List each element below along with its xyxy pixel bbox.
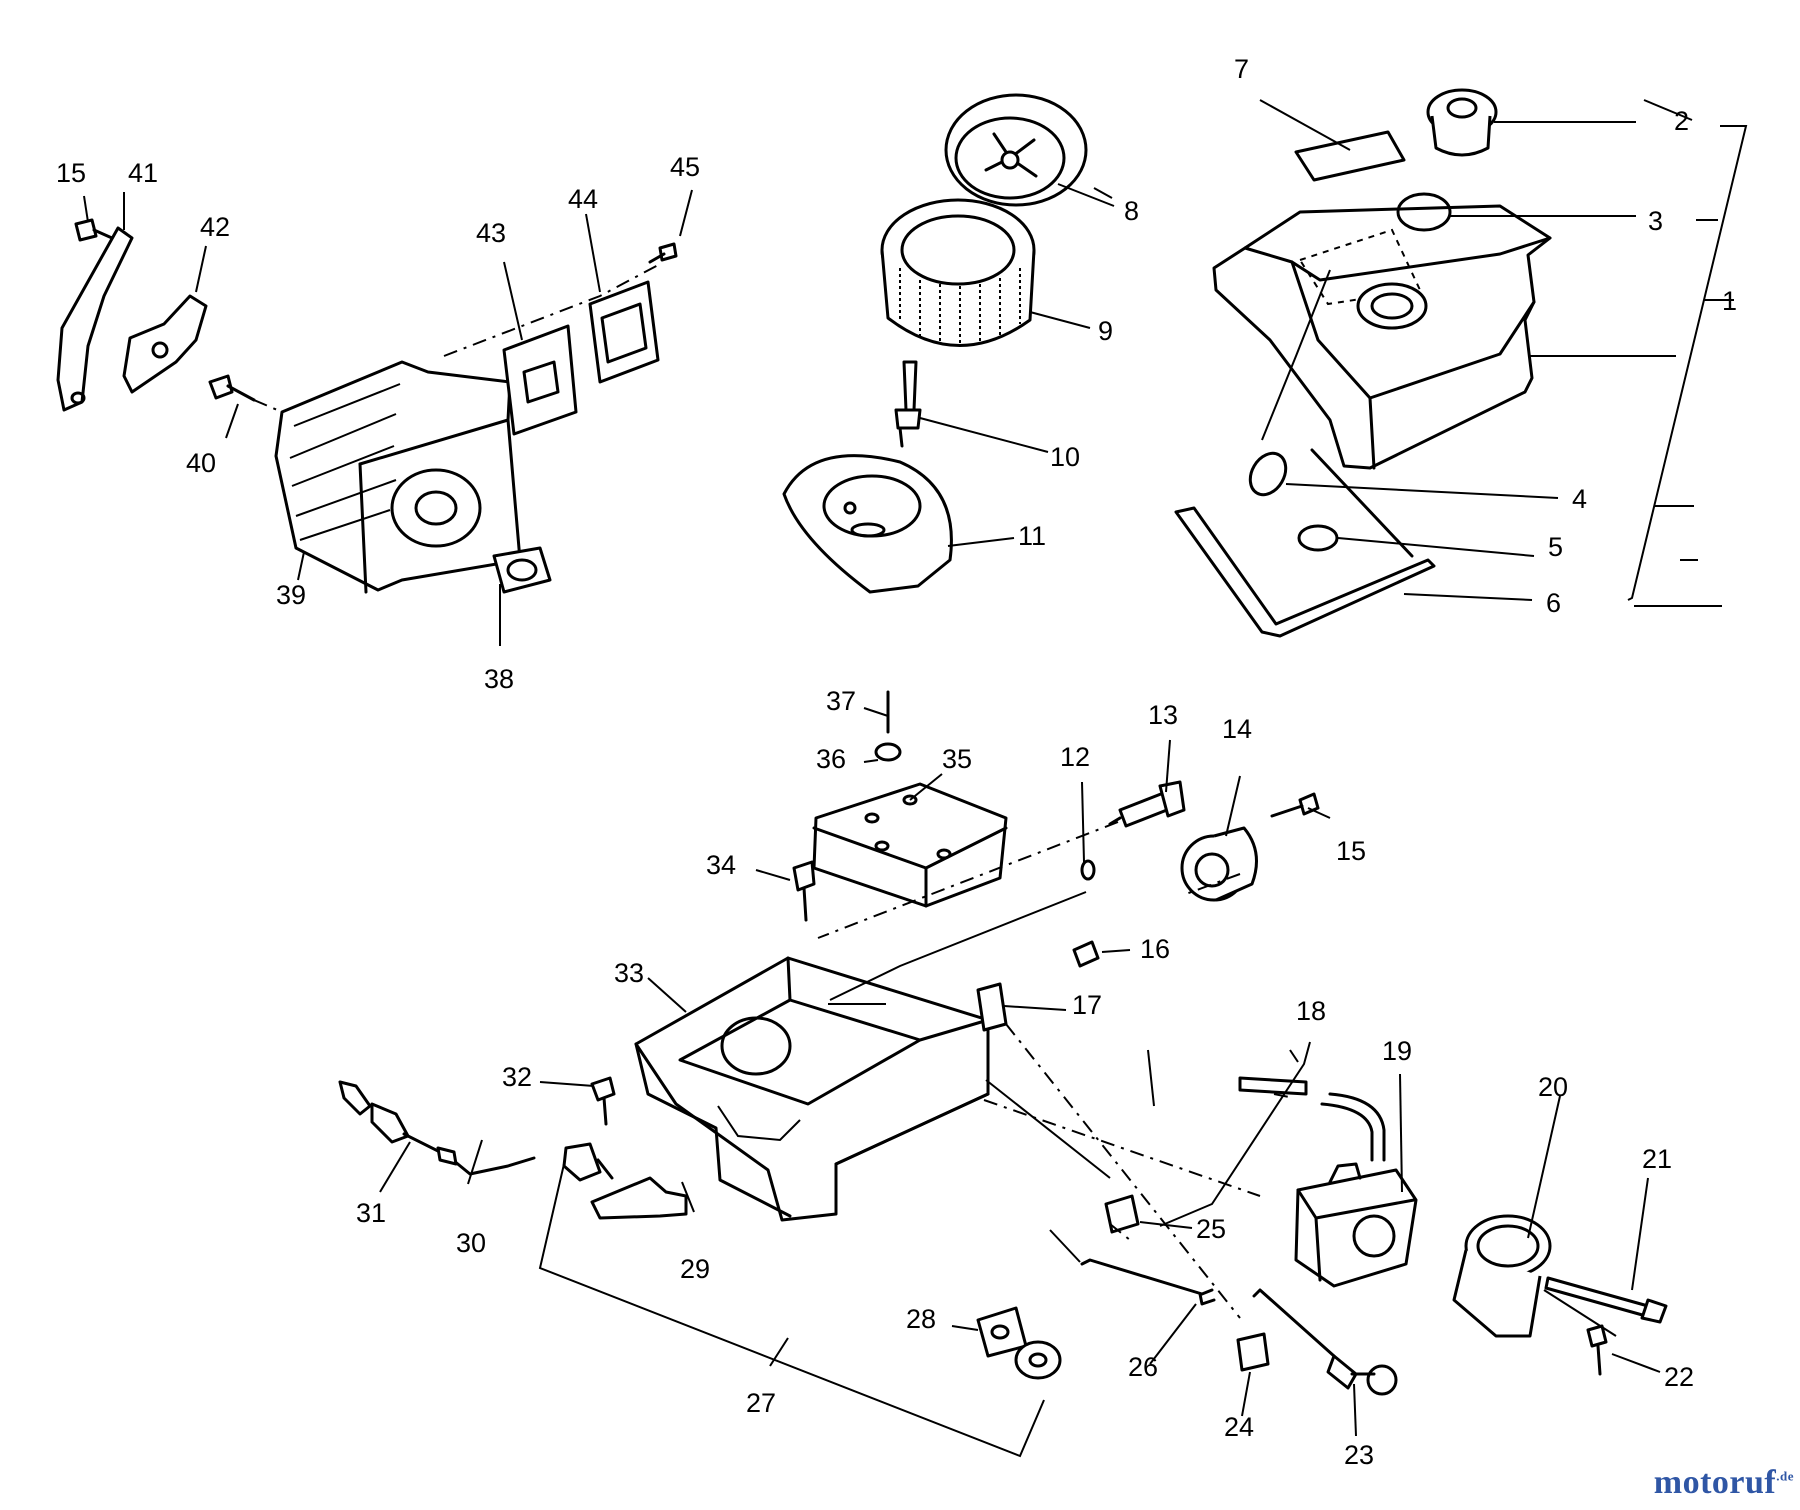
crankcase-frame (634, 956, 990, 1222)
callout-15b: 15 (1336, 836, 1366, 866)
callout-5: 5 (1548, 532, 1563, 562)
callout-15: 15 (56, 158, 86, 188)
site-watermark-logo: motoruf.de (1654, 1464, 1794, 1502)
callout-39: 39 (276, 580, 306, 610)
intake-screw (1586, 1324, 1608, 1376)
spark-arrestor-screen (502, 324, 578, 436)
callout-38: 38 (484, 664, 514, 694)
callout-21: 21 (1642, 1144, 1672, 1174)
callout-8: 8 (1124, 196, 1139, 226)
bracket-plate (122, 294, 208, 394)
air-filter-cover (1212, 204, 1552, 470)
intake-bolt (1544, 1276, 1668, 1324)
callout-11: 11 (1018, 521, 1046, 551)
fuel-tank-cap-pad (812, 782, 1008, 908)
muffler-gasket (492, 546, 552, 594)
callout-6: 6 (1546, 588, 1561, 618)
fuel-hose (1238, 1076, 1386, 1162)
carburetor (1294, 1162, 1418, 1288)
decal-plate (1294, 130, 1406, 182)
leader-lines (83, 99, 1748, 1458)
choke-knob (1252, 1288, 1398, 1396)
callout-16: 16 (1140, 934, 1170, 964)
callout-40: 40 (186, 448, 216, 478)
air-filter-element (880, 198, 1036, 347)
link-grommet (1104, 1194, 1140, 1234)
callout-10: 10 (1050, 442, 1080, 472)
muffler-body (274, 360, 522, 594)
oil-pump (1180, 826, 1258, 902)
o-ring (1396, 192, 1452, 232)
callout-34: 34 (706, 850, 736, 880)
muffler-bolt (208, 374, 256, 402)
callout-35: 35 (942, 744, 972, 774)
callout-labels: 1 2 3 4 5 6 7 8 9 10 11 12 13 14 15 16 1… (56, 54, 1737, 1470)
check-valve (1072, 940, 1100, 968)
callout-14: 14 (1222, 714, 1252, 744)
callout-20: 20 (1538, 1072, 1568, 1102)
callout-28: 28 (906, 1304, 936, 1334)
switch-screw (590, 1076, 616, 1126)
callout-25: 25 (1196, 1214, 1226, 1244)
oil-pump-shaft (1108, 780, 1186, 828)
callout-9: 9 (1098, 316, 1113, 346)
callout-44: 44 (568, 184, 598, 214)
callout-29: 29 (680, 1254, 710, 1284)
pump-screw (1270, 792, 1320, 818)
filter-base-plate (782, 454, 953, 594)
callout-36: 36 (816, 744, 846, 774)
callout-24: 24 (1224, 1412, 1254, 1442)
callout-37: 37 (826, 686, 856, 716)
callout-18: 18 (1296, 996, 1326, 1026)
callout-45: 45 (670, 152, 700, 182)
muffler-cover-plate (588, 280, 660, 384)
filter-stud (894, 360, 922, 448)
throttle-lever (590, 1176, 688, 1220)
pump-o-ring (1080, 859, 1096, 881)
cover-seal (1174, 448, 1436, 638)
callout-41: 41 (128, 158, 158, 188)
callout-17: 17 (1072, 990, 1102, 1020)
callout-31: 31 (356, 1198, 386, 1228)
intake-adapter (1452, 1214, 1552, 1338)
callout-1: 1 (1722, 286, 1737, 316)
bracket-screw (74, 218, 114, 242)
pad-washer (874, 690, 902, 762)
callout-32: 32 (502, 1062, 532, 1092)
callout-3: 3 (1648, 206, 1663, 236)
callout-26: 26 (1128, 1352, 1158, 1382)
callout-13: 13 (1148, 700, 1178, 730)
callout-43: 43 (476, 218, 506, 248)
callout-7: 7 (1234, 54, 1249, 84)
callout-42: 42 (200, 212, 230, 242)
callout-27: 27 (746, 1388, 776, 1418)
callout-30: 30 (456, 1228, 486, 1258)
callout-19: 19 (1382, 1036, 1412, 1066)
assembly-lines (253, 263, 1617, 1337)
throttle-link (1080, 1258, 1216, 1306)
switch-nut (1014, 1340, 1062, 1380)
callout-12: 12 (1060, 742, 1090, 772)
ignition-wire (338, 1080, 536, 1176)
choke-grommet (1236, 1332, 1270, 1372)
grommet (1248, 451, 1339, 552)
filler-cap (1426, 88, 1498, 157)
muffler-screw (648, 242, 678, 264)
callout-22: 22 (1664, 1362, 1694, 1392)
callout-23: 23 (1344, 1440, 1374, 1470)
gasket-plate (976, 982, 1008, 1032)
muffler-bracket (56, 226, 134, 412)
stop-switch (562, 1142, 614, 1182)
watermark-name: motoruf (1653, 1464, 1777, 1501)
callout-2: 2 (1674, 106, 1689, 136)
watermark-suffix: .de (1776, 1468, 1794, 1484)
base-screw (792, 860, 816, 922)
callout-4: 4 (1572, 484, 1587, 514)
callout-33: 33 (614, 958, 644, 988)
filter-top-cover (944, 93, 1088, 207)
